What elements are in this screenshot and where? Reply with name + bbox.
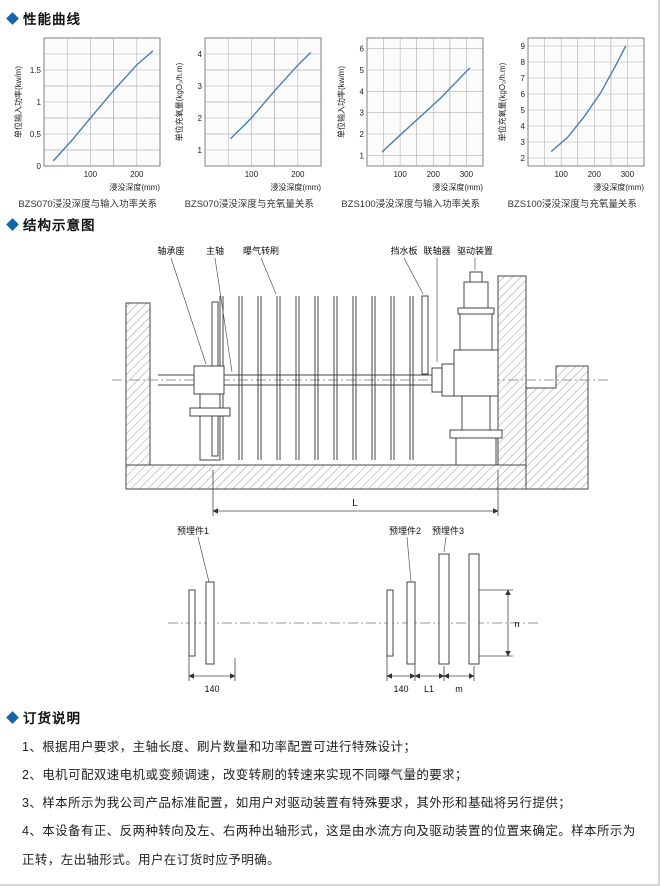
svg-text:4: 4 (198, 50, 203, 59)
svg-text:6: 6 (359, 45, 364, 54)
svg-text:100: 100 (83, 170, 97, 179)
chart-caption: BZS100浸没深度与充氧量关系 (507, 199, 637, 210)
line-chart-bzs070-power: 100 200 0 0.5 1 1.5 浸没深度(mm) 单位输入功率(kw/m) (13, 37, 161, 192)
dim-L1: L1 (424, 684, 434, 694)
chart-caption: BZS100浸没深度与输入功率关系 (341, 199, 481, 210)
ordering-notes: 1、根据用户要求，主轴长度、刷片数量和功率配置可进行特殊设计； 2、电机可配双速… (8, 731, 650, 874)
part-label-brush-rotor: 曝气转刷 (243, 245, 279, 256)
embed-leader-lines (197, 536, 447, 583)
chart-bzs070-power: 100 200 0 0.5 1 1.5 浸没深度(mm) 单位输入功率(kw/m) BZS07… (10, 32, 166, 210)
section-title-ordering: 订货说明 (23, 711, 81, 726)
label-leader-lines (170, 257, 476, 373)
structure-diagram: 轴承座 主轴 曝气转刷 挡水板 联轴器 驱动装置 L (112, 245, 608, 694)
svg-text:单位输入功率(kw/m): 单位输入功率(kw/m) (13, 66, 23, 138)
svg-text:单位输入功率(kw/m): 单位输入功率(kw/m) (336, 66, 346, 138)
embed-label-1: 预埋件1 (177, 525, 209, 536)
embed-labels: 预埋件1 预埋件2 预埋件3 (177, 525, 464, 536)
part-label-coupling: 联轴器 (423, 245, 450, 256)
svg-text:单位充氧量(kgO₂/h.m): 单位充氧量(kgO₂/h.m) (497, 62, 507, 141)
ordering-note-3: 3、样本所示为我公司产品标准配置，如用户对驱动装置有特殊要求，其外形和基础将另行… (22, 796, 572, 811)
svg-text:单位充氧量(kgO₂/h.m): 单位充氧量(kgO₂/h.m) (174, 62, 184, 141)
svg-text:7: 7 (521, 74, 526, 83)
ordering-note-4: 4、本设备有正、反两种转向及左、右两种出轴形式，这是由水流方向及驱动装置的位置来… (22, 824, 636, 867)
diamond-bullet-icon (6, 11, 19, 25)
embed-label-2: 预埋件2 (389, 525, 421, 536)
chart-caption: BZS070浸没深度与输入功率关系 (18, 199, 158, 210)
chart-bzs070-oxygen: 100 200 1 2 3 4 浸没深度(mm) 单位充氧量(kgO₂/h.m) BZS070… (172, 32, 328, 210)
dim-140-left: 140 (204, 684, 219, 694)
chart-caption: BZS070浸没深度与充氧量关系 (184, 199, 314, 210)
diamond-bullet-icon (6, 217, 19, 231)
chart-bzs100-power: 100 200 300 1 2 3 4 5 6 浸没深度(mm) 单位输入功率(kw/m) BZS1… (333, 32, 489, 210)
svg-text:1: 1 (198, 146, 203, 155)
svg-text:3: 3 (198, 82, 203, 91)
embed-dim-labels: 140 140 L1 m n (204, 619, 519, 694)
dim-m: m (455, 684, 463, 694)
section-header-performance: 性能曲线 (6, 8, 650, 28)
svg-text:100: 100 (555, 170, 569, 179)
bearing-block (189, 365, 231, 461)
svg-text:4: 4 (521, 122, 526, 131)
svg-text:1.5: 1.5 (30, 66, 42, 75)
part-label-main-shaft: 主轴 (206, 245, 224, 256)
section-header-ordering: 订货说明 (6, 707, 650, 727)
svg-text:3: 3 (521, 138, 526, 147)
svg-text:1: 1 (36, 98, 41, 107)
svg-text:300: 300 (459, 170, 473, 179)
dimension-L (212, 470, 499, 516)
svg-text:3: 3 (359, 109, 364, 118)
ordering-note-2: 2、电机可配双速电机或变频调速，改变转刷的转速来实现不同曝气量的要求； (22, 768, 468, 783)
svg-text:6: 6 (521, 90, 526, 99)
structure-diagram-wrap: 轴承座 主轴 曝气转刷 挡水板 联轴器 驱动装置 L (8, 238, 650, 705)
dim-n: n (514, 619, 519, 629)
svg-text:浸没深度(mm): 浸没深度(mm) (109, 182, 160, 192)
line-chart-bzs100-oxygen: 100 200 300 2 3 4 5 6 7 8 9 浸没深度(mm) 单位充氧量(kgO₂/h.m) (497, 37, 645, 192)
embed-label-3: 预埋件3 (432, 525, 464, 536)
part-label-splash-guard: 挡水板 (390, 245, 417, 256)
chart-bzs100-oxygen: 100 200 300 2 3 4 5 6 7 8 9 浸没深度(mm) 单位充氧量(kgO₂/h.m)… (495, 32, 651, 210)
embed-dimensions (188, 589, 513, 681)
svg-text:5: 5 (521, 106, 526, 115)
svg-text:浸没深度(mm): 浸没深度(mm) (432, 182, 483, 192)
svg-text:300: 300 (621, 170, 635, 179)
svg-text:4: 4 (359, 87, 364, 96)
svg-text:200: 200 (130, 170, 144, 179)
svg-text:2: 2 (198, 114, 203, 123)
svg-text:200: 200 (588, 170, 602, 179)
section-title-performance: 性能曲线 (23, 12, 81, 27)
section-header-structure: 结构示意图 (6, 214, 650, 234)
part-label-drive-unit: 驱动装置 (457, 245, 493, 256)
svg-text:200: 200 (426, 170, 440, 179)
svg-text:0: 0 (36, 162, 41, 171)
svg-text:100: 100 (393, 170, 407, 179)
performance-charts-row: 100 200 0 0.5 1 1.5 浸没深度(mm) 单位输入功率(kw/m) BZS07… (10, 32, 650, 210)
ordering-note-1: 1、根据用户要求，主轴长度、刷片数量和功率配置可进行特殊设计； (22, 740, 417, 754)
svg-text:9: 9 (521, 42, 526, 51)
part-labels: 轴承座 主轴 曝气转刷 挡水板 联轴器 驱动装置 (157, 245, 493, 256)
svg-text:2: 2 (521, 154, 526, 163)
dimension-L-label: L (352, 498, 358, 509)
brush-discs (219, 296, 414, 460)
tank-structure (125, 275, 589, 490)
svg-text:浸没深度(mm): 浸没深度(mm) (594, 182, 645, 192)
embedded-plates (188, 553, 480, 665)
svg-text:8: 8 (521, 58, 526, 67)
svg-text:2: 2 (359, 130, 364, 139)
splash-guard (421, 295, 429, 375)
coupling (431, 363, 455, 397)
diamond-bullet-icon (6, 710, 19, 724)
svg-text:100: 100 (245, 170, 259, 179)
svg-text:浸没深度(mm): 浸没深度(mm) (271, 182, 322, 192)
svg-text:1: 1 (359, 151, 364, 160)
line-chart-bzs100-power: 100 200 300 1 2 3 4 5 6 浸没深度(mm) 单位输入功率(kw/m) (336, 37, 484, 192)
svg-text:0.5: 0.5 (30, 130, 42, 139)
svg-text:5: 5 (359, 66, 364, 75)
dim-140-right: 140 (393, 684, 408, 694)
drive-unit (449, 271, 503, 466)
part-label-bearing-seat: 轴承座 (157, 245, 184, 256)
line-chart-bzs070-oxygen: 100 200 1 2 3 4 浸没深度(mm) 单位充氧量(kgO₂/h.m) (174, 37, 322, 192)
section-title-structure: 结构示意图 (23, 218, 96, 233)
svg-text:200: 200 (291, 170, 305, 179)
